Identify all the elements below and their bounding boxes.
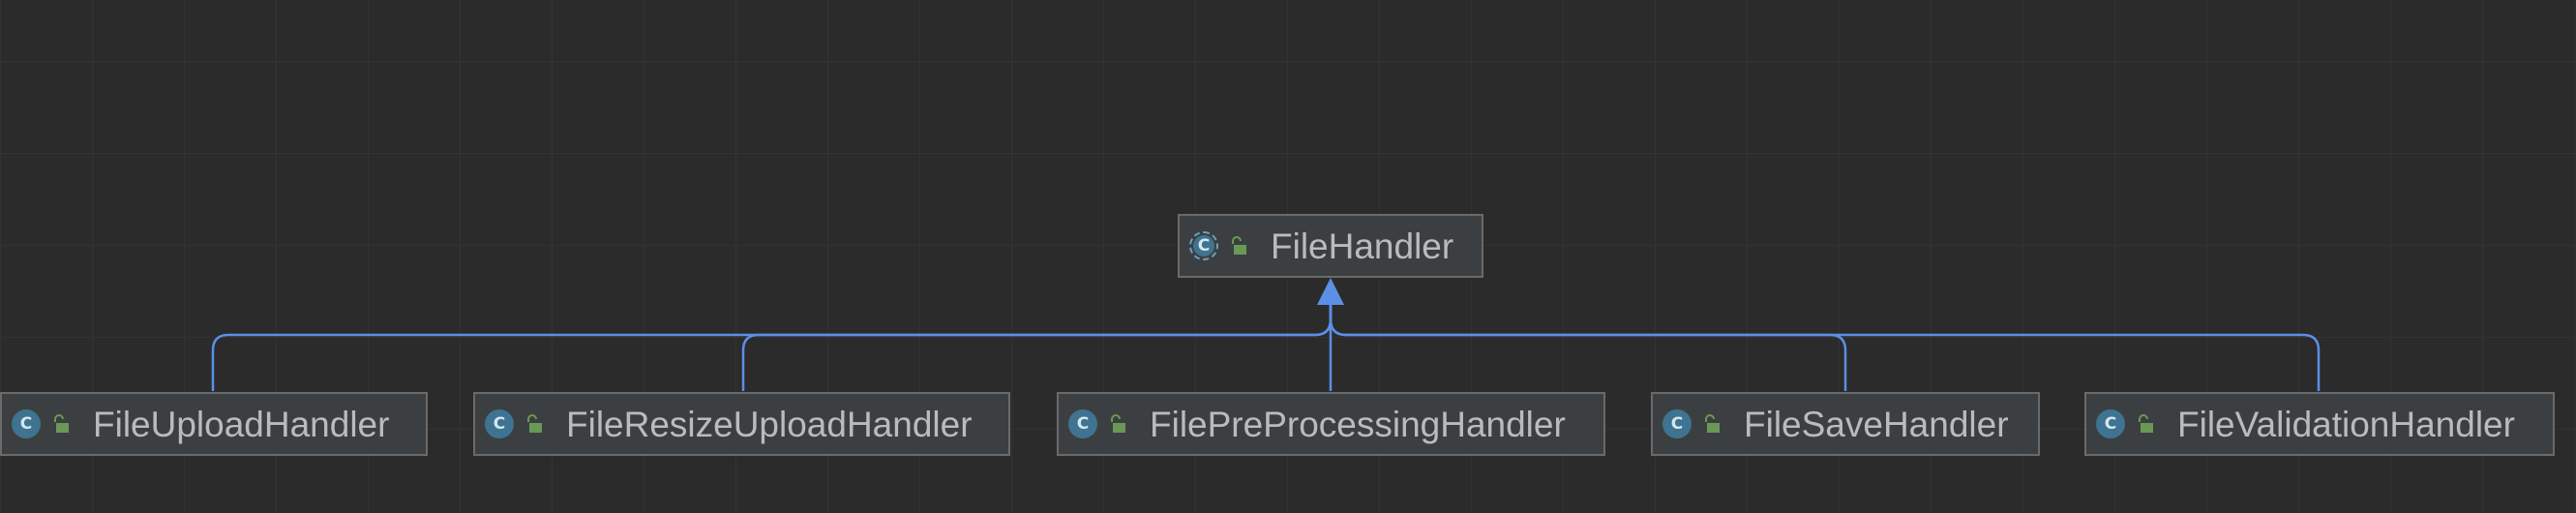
open-lock-icon	[1111, 414, 1125, 433]
class-icon: C	[1662, 409, 1692, 438]
open-lock-icon	[527, 414, 542, 433]
node-filehandler[interactable]: C FileHandler	[1178, 214, 1483, 278]
inheritance-arrowhead	[1317, 278, 1344, 305]
node-filepreprocessinghandler[interactable]: C FilePreProcessingHandler	[1057, 392, 1605, 456]
node-fileuploadhandler[interactable]: C FileUploadHandler	[0, 392, 428, 456]
class-icon: C	[12, 409, 41, 438]
edge-fileresizeuploadhandler	[741, 302, 1333, 391]
open-lock-icon	[1705, 414, 1720, 433]
node-filesavehandler[interactable]: C FileSaveHandler	[1651, 392, 2040, 456]
class-icon: C	[485, 409, 514, 438]
open-lock-icon	[1232, 236, 1246, 255]
edge-filevalidationhandler	[1329, 302, 2321, 391]
class-icon: C	[2096, 409, 2125, 438]
node-filevalidationhandler[interactable]: C FileValidationHandler	[2084, 392, 2555, 456]
node-label: FilePreProcessingHandler	[1150, 404, 1566, 444]
open-lock-icon	[54, 414, 69, 433]
node-label: FileHandler	[1271, 226, 1454, 266]
class-icon: C	[1068, 409, 1097, 438]
node-label: FileUploadHandler	[93, 404, 390, 444]
edge-fileuploadhandler	[211, 302, 1333, 391]
node-fileresizeuploadhandler[interactable]: C FileResizeUploadHandler	[473, 392, 1010, 456]
node-label: FileResizeUploadHandler	[566, 404, 973, 444]
abstract-class-icon: C	[1189, 231, 1218, 260]
open-lock-icon	[2139, 414, 2153, 433]
node-label: FileValidationHandler	[2177, 404, 2515, 444]
node-label: FileSaveHandler	[1744, 404, 2009, 444]
edge-filesavehandler	[1329, 302, 1847, 391]
